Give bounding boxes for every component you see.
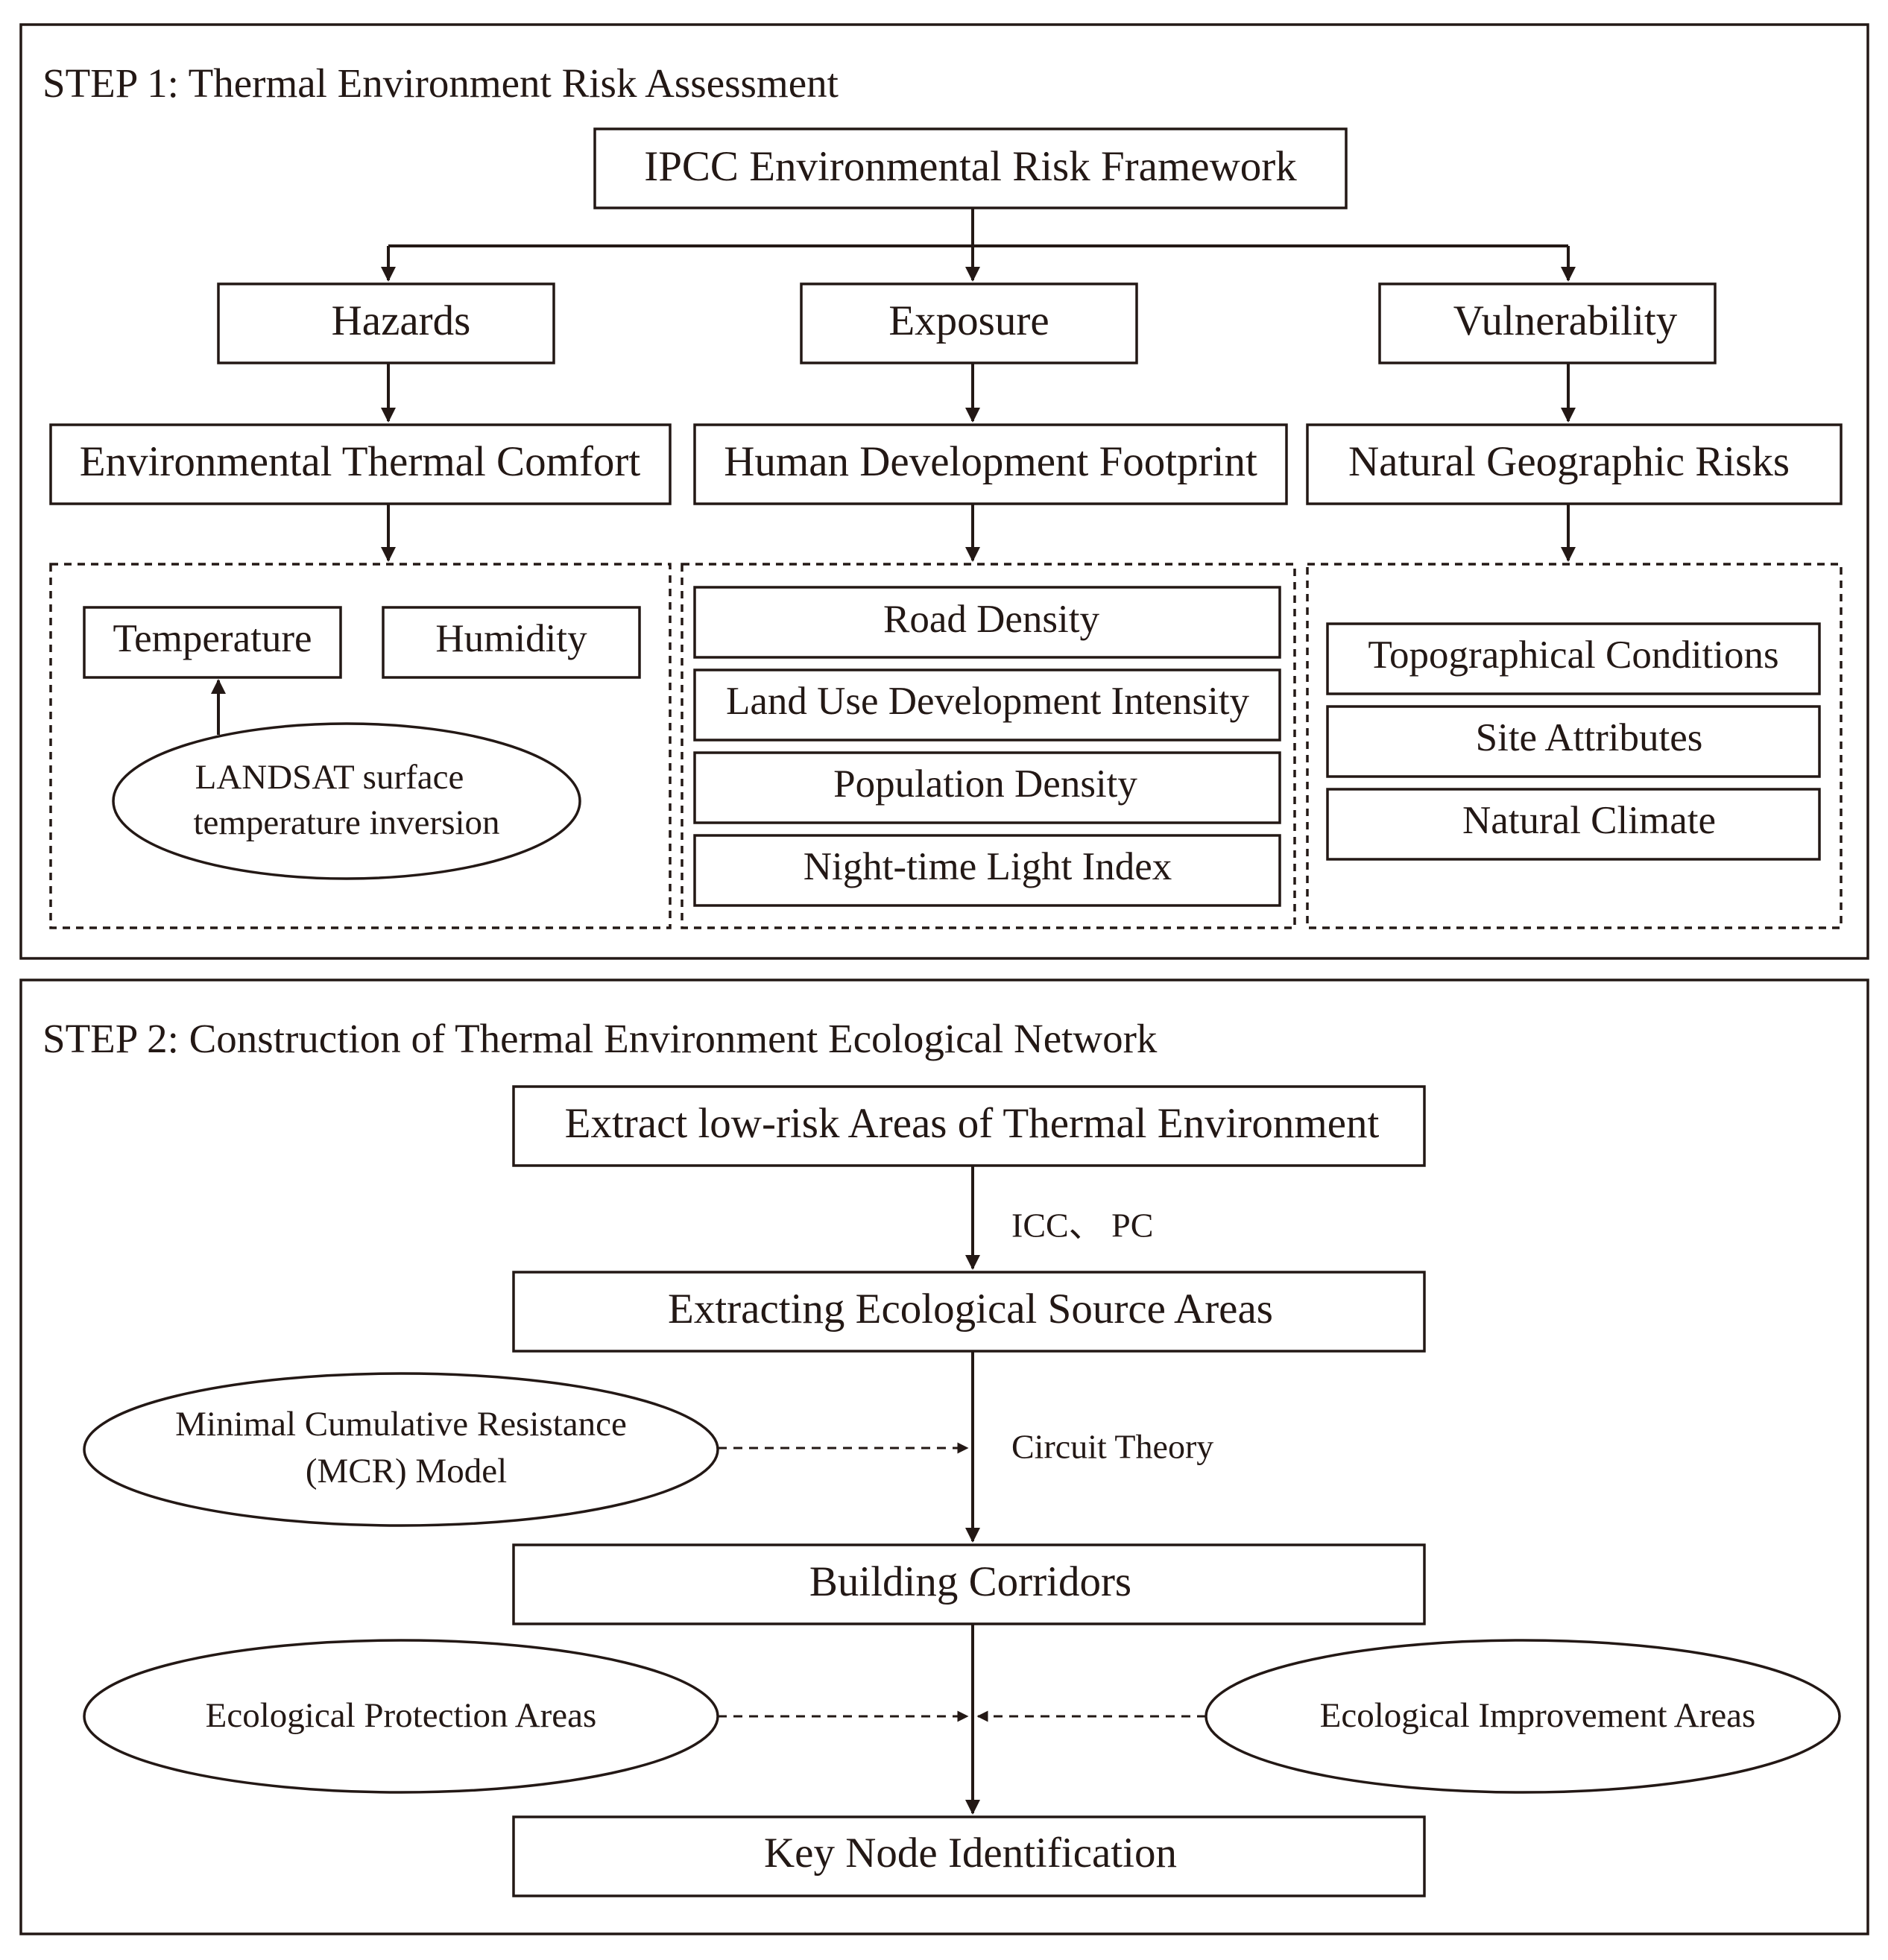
circuit-theory-label: Circuit Theory	[1011, 1428, 1213, 1466]
temperature-label: Temperature	[113, 617, 312, 660]
geographic-risks-label: Natural Geographic Risks	[1348, 438, 1790, 485]
road-density-box	[693, 586, 1281, 659]
population-density-box	[693, 751, 1281, 824]
framework-box	[593, 127, 1348, 209]
development-footprint-box	[693, 423, 1288, 505]
extract-low-risk-label: Extract low-risk Areas of Thermal Enviro…	[565, 1100, 1380, 1147]
site-attributes-label: Site Attributes	[1476, 716, 1703, 759]
step1-title: STEP 1: Thermal Environment Risk Assessm…	[42, 60, 839, 106]
geographic-risks-box	[1306, 423, 1843, 505]
land-use-label: Land Use Development Intensity	[726, 680, 1250, 723]
icc-pc-label: ICC、 PC	[1011, 1207, 1153, 1245]
corridors-label: Building Corridors	[809, 1558, 1131, 1605]
topographical-label: Topographical Conditions	[1368, 633, 1778, 677]
topographical-box	[1326, 622, 1821, 695]
thermal-comfort-label: Environmental Thermal Comfort	[80, 438, 641, 485]
key-node-box	[512, 1815, 1426, 1897]
humidity-box	[382, 606, 641, 679]
road-density-label: Road Density	[883, 598, 1099, 641]
night-light-box	[693, 834, 1281, 907]
source-areas-box	[512, 1271, 1426, 1353]
key-node-label: Key Node Identification	[764, 1830, 1177, 1877]
protection-areas-label: Ecological Protection Areas	[206, 1696, 597, 1735]
landsat-method-ellipse	[112, 722, 581, 880]
improvement-areas-label: Ecological Improvement Areas	[1320, 1696, 1756, 1735]
site-attributes-box	[1326, 705, 1821, 778]
humidity-label: Humidity	[435, 617, 587, 660]
corridors-box	[512, 1543, 1426, 1625]
natural-climate-label: Natural Climate	[1462, 799, 1716, 842]
extract-low-risk-box	[512, 1085, 1426, 1167]
framework-label: IPCC Environmental Risk Framework	[644, 143, 1297, 190]
development-footprint-label: Human Development Footprint	[724, 438, 1257, 485]
land-use-box	[693, 668, 1281, 742]
temperature-box	[83, 606, 342, 679]
step2-title: STEP 2: Construction of Thermal Environm…	[42, 1016, 1158, 1061]
mcr-model-ellipse	[83, 1372, 719, 1527]
night-light-label: Night-time Light Index	[803, 845, 1172, 888]
vulnerability-indicator-group	[1306, 563, 1843, 929]
mcr-model-line2: (MCR) Model	[306, 1452, 507, 1490]
exposure-indicator-group	[681, 563, 1296, 929]
natural-climate-box	[1326, 788, 1821, 861]
vulnerability-label: Vulnerability	[1453, 297, 1678, 344]
source-areas-label: Extracting Ecological Source Areas	[668, 1286, 1273, 1333]
thermal-comfort-box	[49, 423, 672, 505]
step1-panel	[19, 23, 1869, 960]
mcr-model-line1: Minimal Cumulative Resistance	[175, 1405, 627, 1444]
step2-panel	[19, 979, 1869, 1935]
landsat-method-line1: LANDSAT surface	[195, 758, 464, 797]
population-density-label: Population Density	[833, 762, 1137, 806]
hazards-indicator-group	[49, 563, 672, 929]
hazards-label: Hazards	[332, 297, 471, 344]
landsat-method-line2: temperature inversion	[193, 803, 499, 842]
exposure-box	[800, 282, 1138, 364]
vulnerability-box	[1378, 282, 1717, 364]
hazards-box	[217, 282, 555, 364]
exposure-label: Exposure	[888, 297, 1049, 344]
